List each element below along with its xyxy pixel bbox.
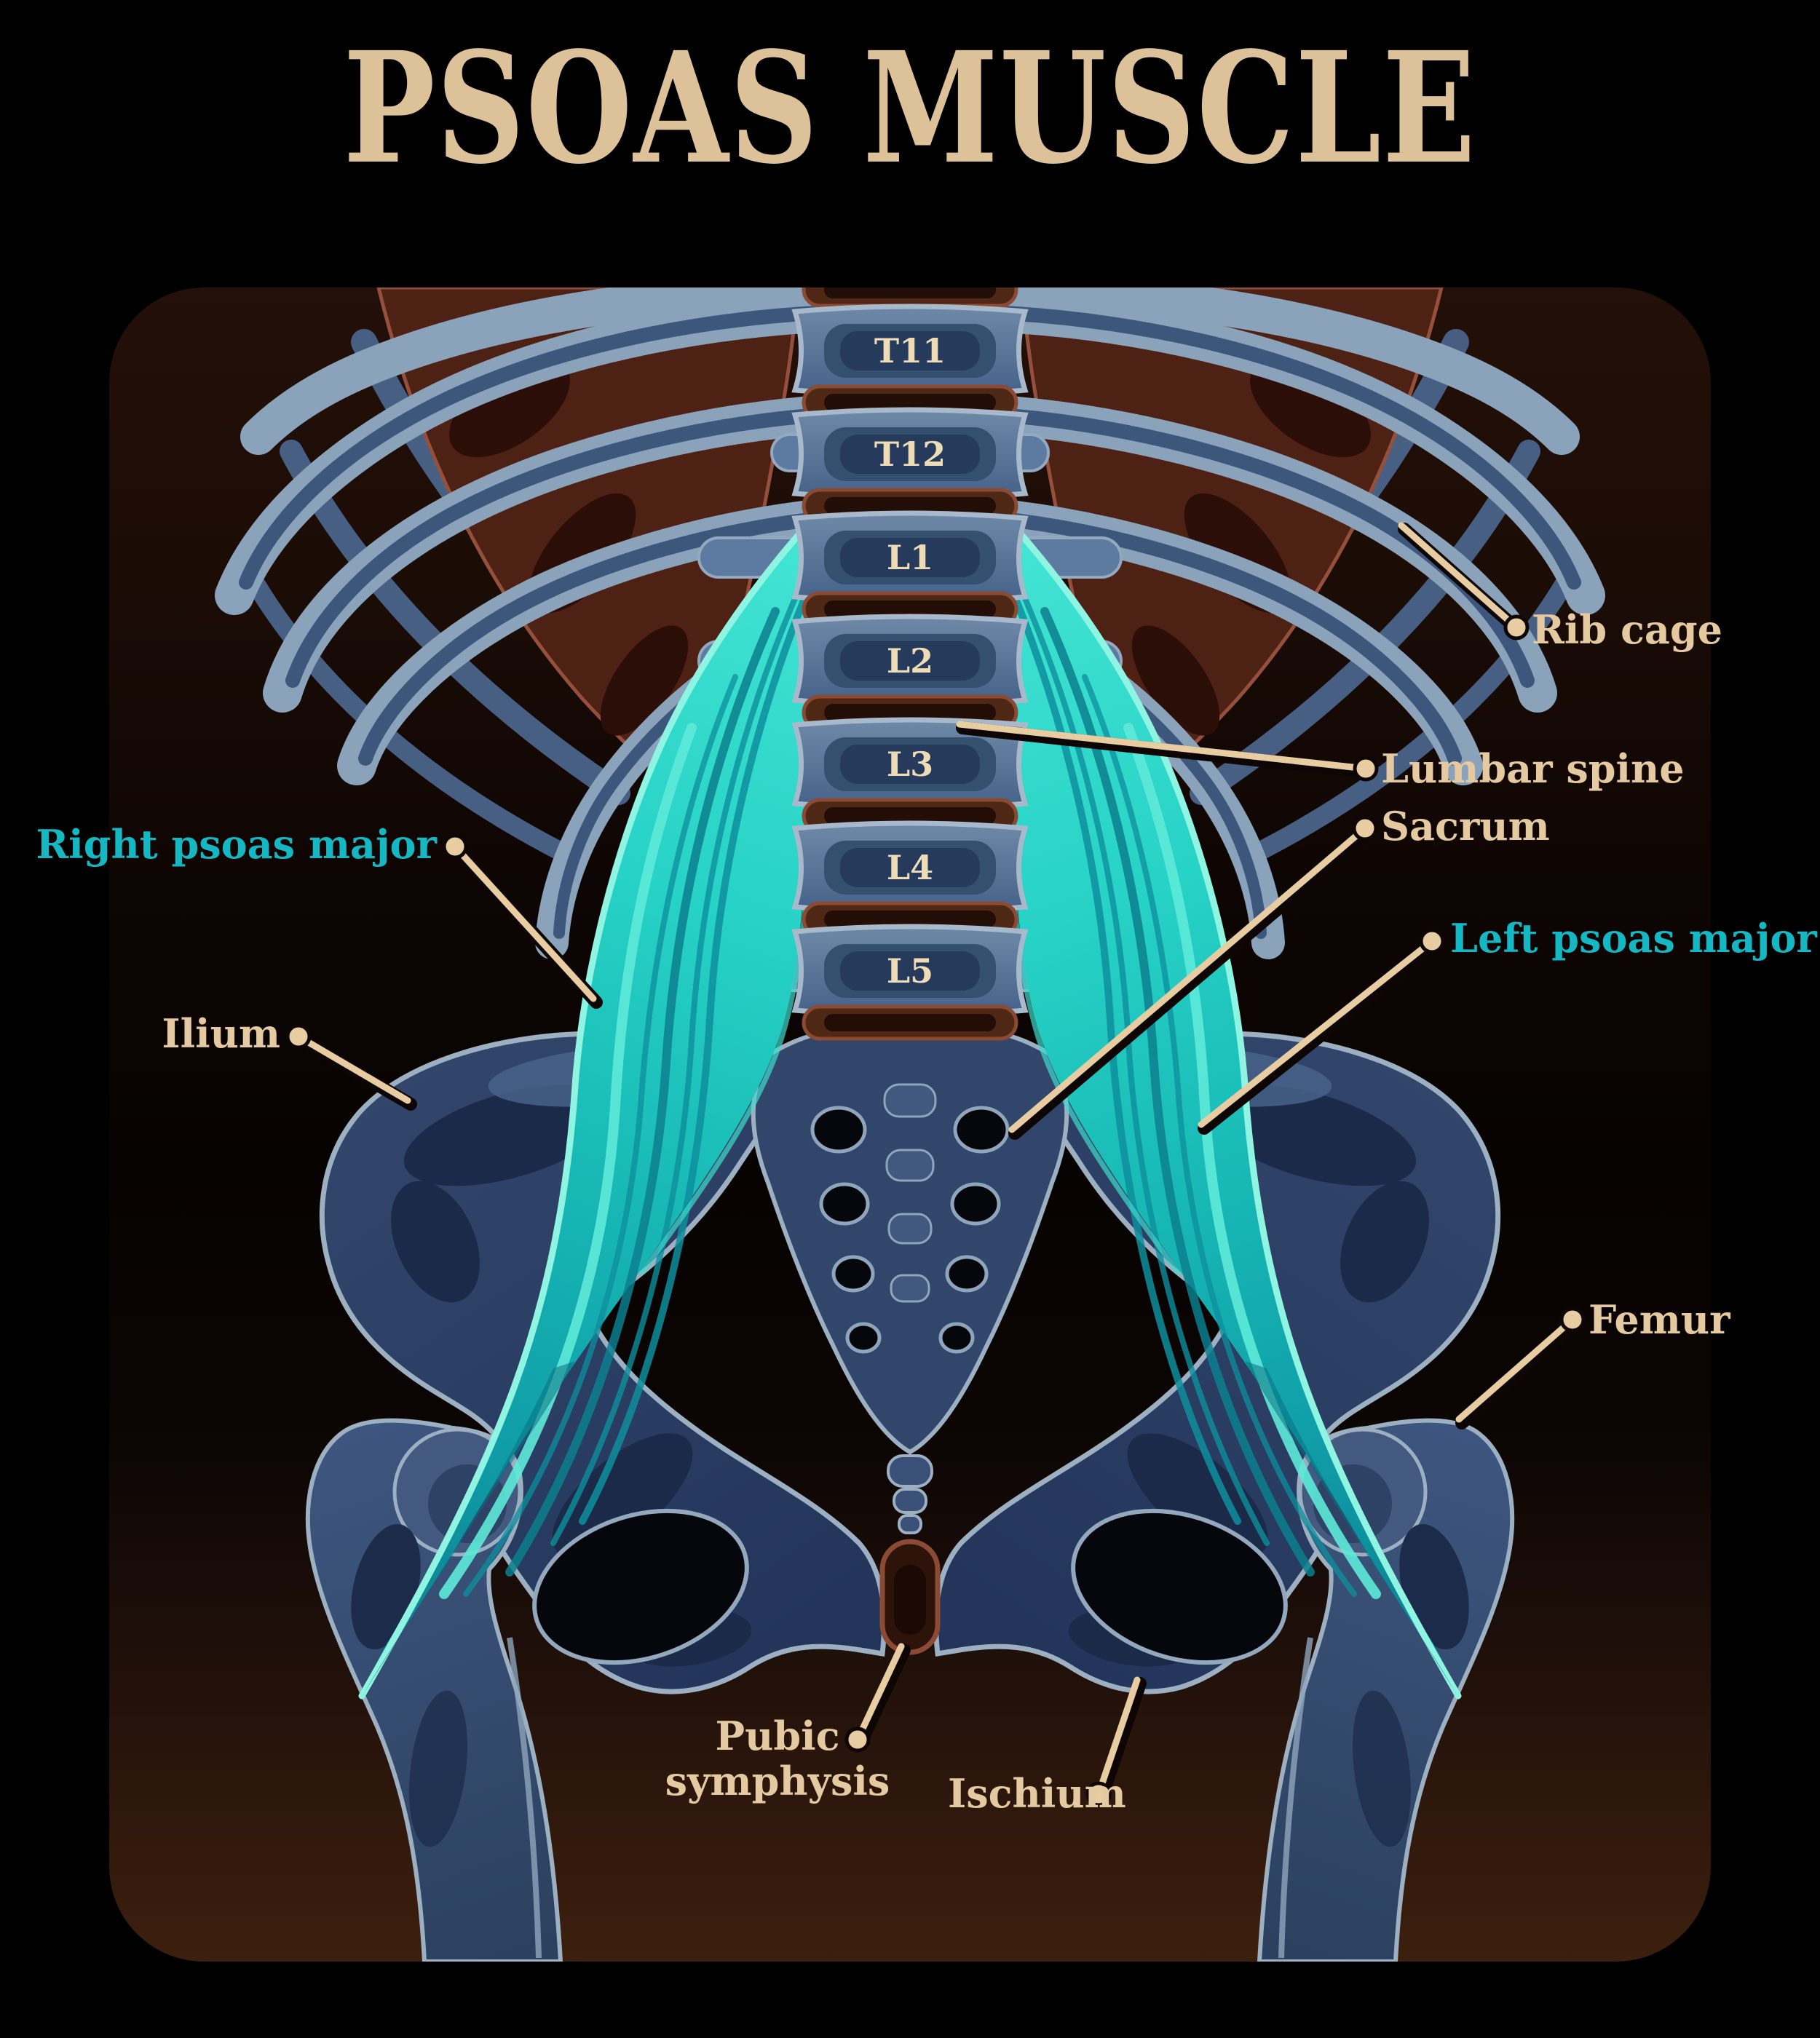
label-pubic-symphysis: Pubic symphysis xyxy=(665,1713,890,1804)
leader-left-psoas xyxy=(1198,928,1445,1135)
page-title: PSOAS MUSCLE xyxy=(343,18,1477,198)
leader-sacrum xyxy=(1008,815,1378,1140)
vertebra-label-t12: T12 xyxy=(874,435,946,474)
pubic-symphysis-bone xyxy=(879,1539,941,1655)
label-left-psoas-major: Left psoas major xyxy=(1450,914,1817,961)
label-rib-cage: Rib cage xyxy=(1532,606,1722,653)
leader-rib-cage xyxy=(1398,522,1530,641)
label-femur: Femur xyxy=(1588,1296,1730,1343)
label-lumbar-spine: Lumbar spine xyxy=(1381,745,1685,792)
leader-ischium xyxy=(1085,1676,1147,1807)
spine-column: T11 T12 L1 L2 L3 L4 L5 xyxy=(795,274,1025,1039)
label-pubic-symphysis-line2: symphysis xyxy=(665,1758,890,1804)
vertebra-label-t11: T11 xyxy=(874,331,946,370)
label-right-psoas-major: Right psoas major xyxy=(36,820,437,868)
leader-lumbar-spine xyxy=(956,721,1379,782)
sacrum-bone xyxy=(751,1022,1069,1534)
label-ilium: Ilium xyxy=(162,1010,280,1057)
coccyx xyxy=(887,1454,933,1534)
label-pubic-symphysis-line1: Pubic xyxy=(715,1712,840,1759)
vertebra-label-l1: L1 xyxy=(887,538,933,577)
leader-ilium xyxy=(285,1023,417,1111)
vertebra-label-l3: L3 xyxy=(887,745,933,784)
vertebra-label-l4: L4 xyxy=(887,848,933,887)
label-sacrum: Sacrum xyxy=(1381,802,1550,849)
leader-lines xyxy=(285,522,1586,1807)
leader-right-psoas xyxy=(442,833,603,1009)
vertebra-label-l2: L2 xyxy=(887,641,933,681)
vertebra-label-l5: L5 xyxy=(887,951,933,991)
label-ischium: Ischium xyxy=(948,1769,1126,1817)
leader-pubic-symphysis xyxy=(844,1643,911,1753)
leader-femur xyxy=(1455,1307,1586,1430)
